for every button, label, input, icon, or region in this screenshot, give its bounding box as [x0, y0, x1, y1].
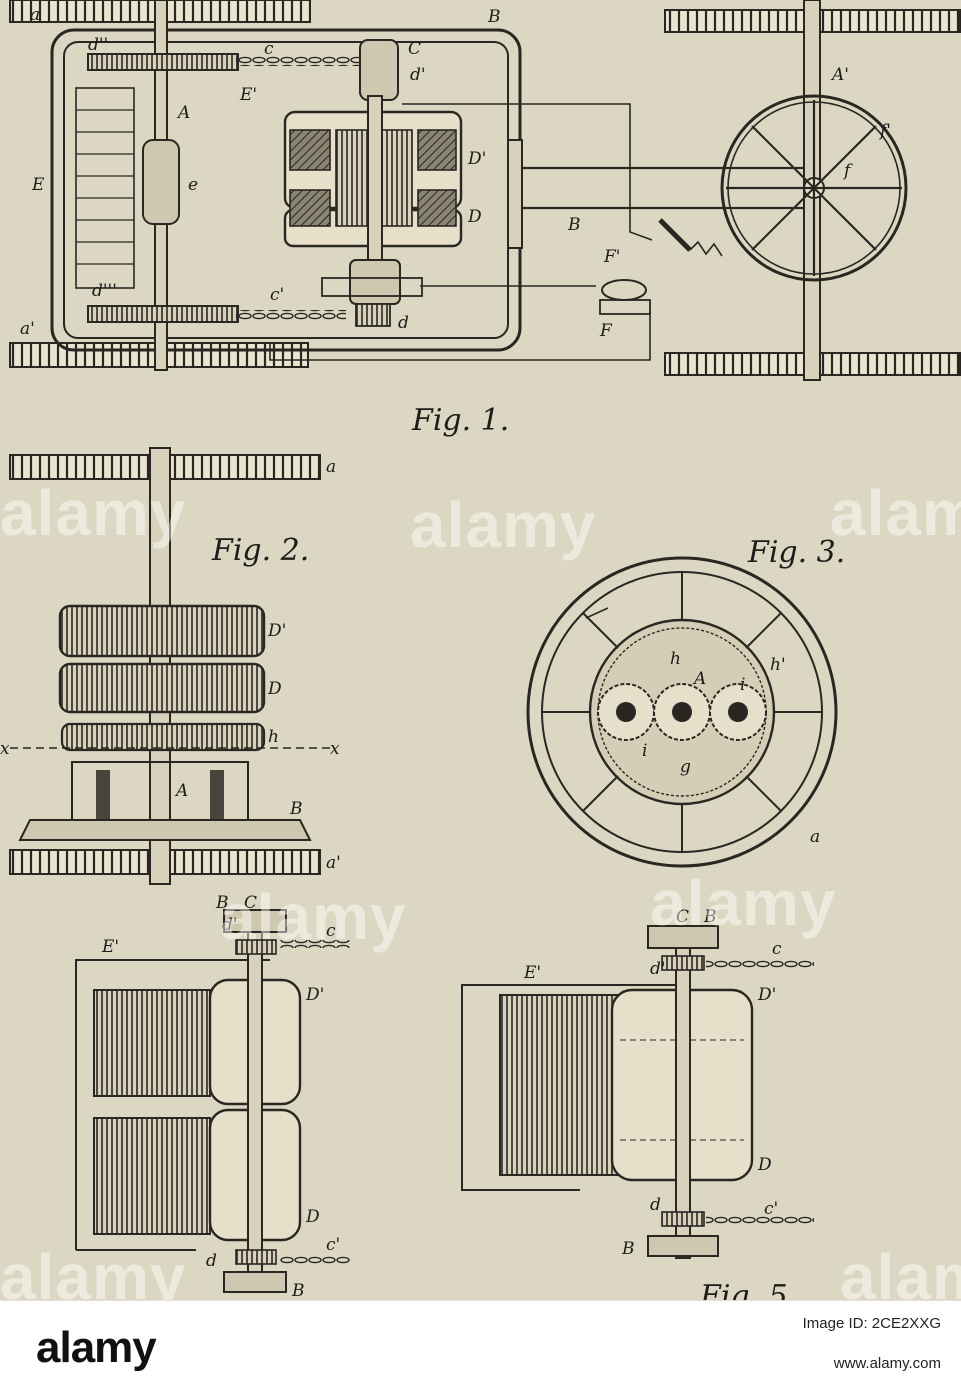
- watermark-1: alamy: [0, 476, 186, 550]
- label-a: a: [30, 5, 40, 25]
- label-D: D: [467, 207, 482, 227]
- fig5-label-d-prime: d': [650, 959, 666, 979]
- fig3-label-A: A: [692, 669, 706, 689]
- fig4-label-D: D: [305, 1207, 320, 1227]
- fig4-label-c-prime: c': [326, 1235, 340, 1255]
- fig2-gear-housing: [62, 724, 264, 750]
- label-f: f: [842, 161, 853, 181]
- chain-top: [236, 56, 364, 66]
- fig2-post-right: [210, 770, 224, 820]
- label-A: A: [176, 103, 190, 123]
- fig3-label-i-right: i: [740, 675, 745, 695]
- fig5-label-c-prime: c': [764, 1199, 778, 1219]
- fig3-label-h-prime: h': [770, 655, 786, 675]
- steering-wheel: [722, 96, 906, 280]
- label-d-triple: d''': [92, 281, 117, 301]
- fig5-label-E-prime: E': [523, 963, 541, 983]
- fig5-label-B-bottom: B: [621, 1239, 635, 1259]
- fig2-label-D-prime: D': [267, 621, 286, 641]
- fig5-label-c: c: [772, 939, 782, 959]
- label-E: E: [31, 175, 45, 195]
- label-F: F: [599, 321, 613, 341]
- label-f-prime: f': [878, 121, 891, 141]
- fig2-label-B: B: [289, 799, 303, 819]
- image-id-text: Image ID: 2CE2XXG: [803, 1315, 941, 1332]
- sprocket-bottom: [88, 306, 238, 322]
- fig2-label-a-prime: a': [326, 853, 341, 873]
- fig4-label-D-prime: D': [305, 985, 324, 1005]
- fig3-gear-section: Fig. 3. h A h' i i g a: [528, 535, 845, 866]
- fig2-post-left: [96, 770, 110, 820]
- watermark-2: alamy: [410, 488, 596, 562]
- fig2-motor-top: [60, 606, 264, 656]
- fig5-label-D: D: [757, 1155, 772, 1175]
- watermark-3: alamy: [830, 476, 961, 550]
- fig2-label-h: h: [268, 727, 279, 747]
- fig1-plan-view: a B c C d'' d' E' A E e D' D B A' f' f F…: [10, 0, 960, 438]
- fig4-label-E-prime: E': [101, 937, 119, 957]
- label-B-bar: B: [567, 215, 581, 235]
- fig2-label-x-left: x: [0, 739, 10, 759]
- label-B-top: B: [487, 7, 501, 27]
- sprocket-top: [88, 54, 238, 70]
- axle-coupling: [143, 140, 179, 224]
- stock-url[interactable]: www.alamy.com: [834, 1355, 941, 1372]
- fig3-label-h: h: [670, 649, 681, 669]
- fig2-label-x-right: x: [330, 739, 340, 759]
- label-a-prime: a': [20, 319, 35, 339]
- fig5-caption-partial: Fig. 5: [699, 1279, 788, 1300]
- patent-drawing: a B c C d'' d' E' A E e D' D B A' f' f F…: [0, 0, 961, 1300]
- fig4-label-B-bottom: B: [291, 1281, 305, 1300]
- fig2-label-D: D: [267, 679, 282, 699]
- fig3-label-a: a: [810, 827, 820, 847]
- fig5-motor-view: C B E' d' c D' D d c' B Fig. 5: [462, 907, 814, 1300]
- fig5-label-D-prime: D': [757, 985, 776, 1005]
- label-C: C: [408, 39, 421, 59]
- label-c-prime: c': [270, 285, 284, 305]
- label-d-prime: d': [410, 65, 426, 85]
- watermark-4: alamy: [220, 880, 406, 954]
- fig2-base: [20, 820, 310, 840]
- watermark-5: alamy: [650, 866, 836, 940]
- fig4-label-d: d: [206, 1251, 217, 1271]
- fig1-caption: Fig. 1.: [411, 403, 509, 438]
- motor-assembly: [285, 40, 461, 326]
- fig4-motor-view: B C E' d' c D' D d c' B: [76, 893, 350, 1300]
- reach-bracket: [508, 140, 522, 248]
- chain-bottom: [236, 310, 346, 320]
- label-A-prime: A': [830, 65, 849, 85]
- label-E-prime: E': [239, 85, 257, 105]
- switch-F: [600, 220, 722, 314]
- label-d: d: [398, 313, 409, 333]
- resistance-box-E: [76, 88, 134, 288]
- label-e: e: [188, 175, 198, 195]
- fig5-label-d: d: [650, 1195, 661, 1215]
- fig3-label-g: g: [680, 757, 691, 777]
- fig2-motor-bottom: [60, 664, 264, 712]
- fig2-caption: Fig. 2.: [211, 533, 309, 568]
- label-F-prime: F': [603, 247, 620, 267]
- fig2-label-A: A: [174, 781, 188, 801]
- stock-footer: alamy Image ID: 2CE2XXG www.alamy.com: [0, 1300, 961, 1391]
- fig3-label-i-left: i: [642, 741, 647, 761]
- label-c: c: [264, 39, 274, 59]
- label-D-prime: D': [467, 149, 486, 169]
- label-d-double: d'': [88, 35, 108, 55]
- stock-logo[interactable]: alamy: [36, 1323, 156, 1373]
- fig2-label-a: a: [326, 457, 336, 477]
- rotation-arrow: [586, 608, 608, 618]
